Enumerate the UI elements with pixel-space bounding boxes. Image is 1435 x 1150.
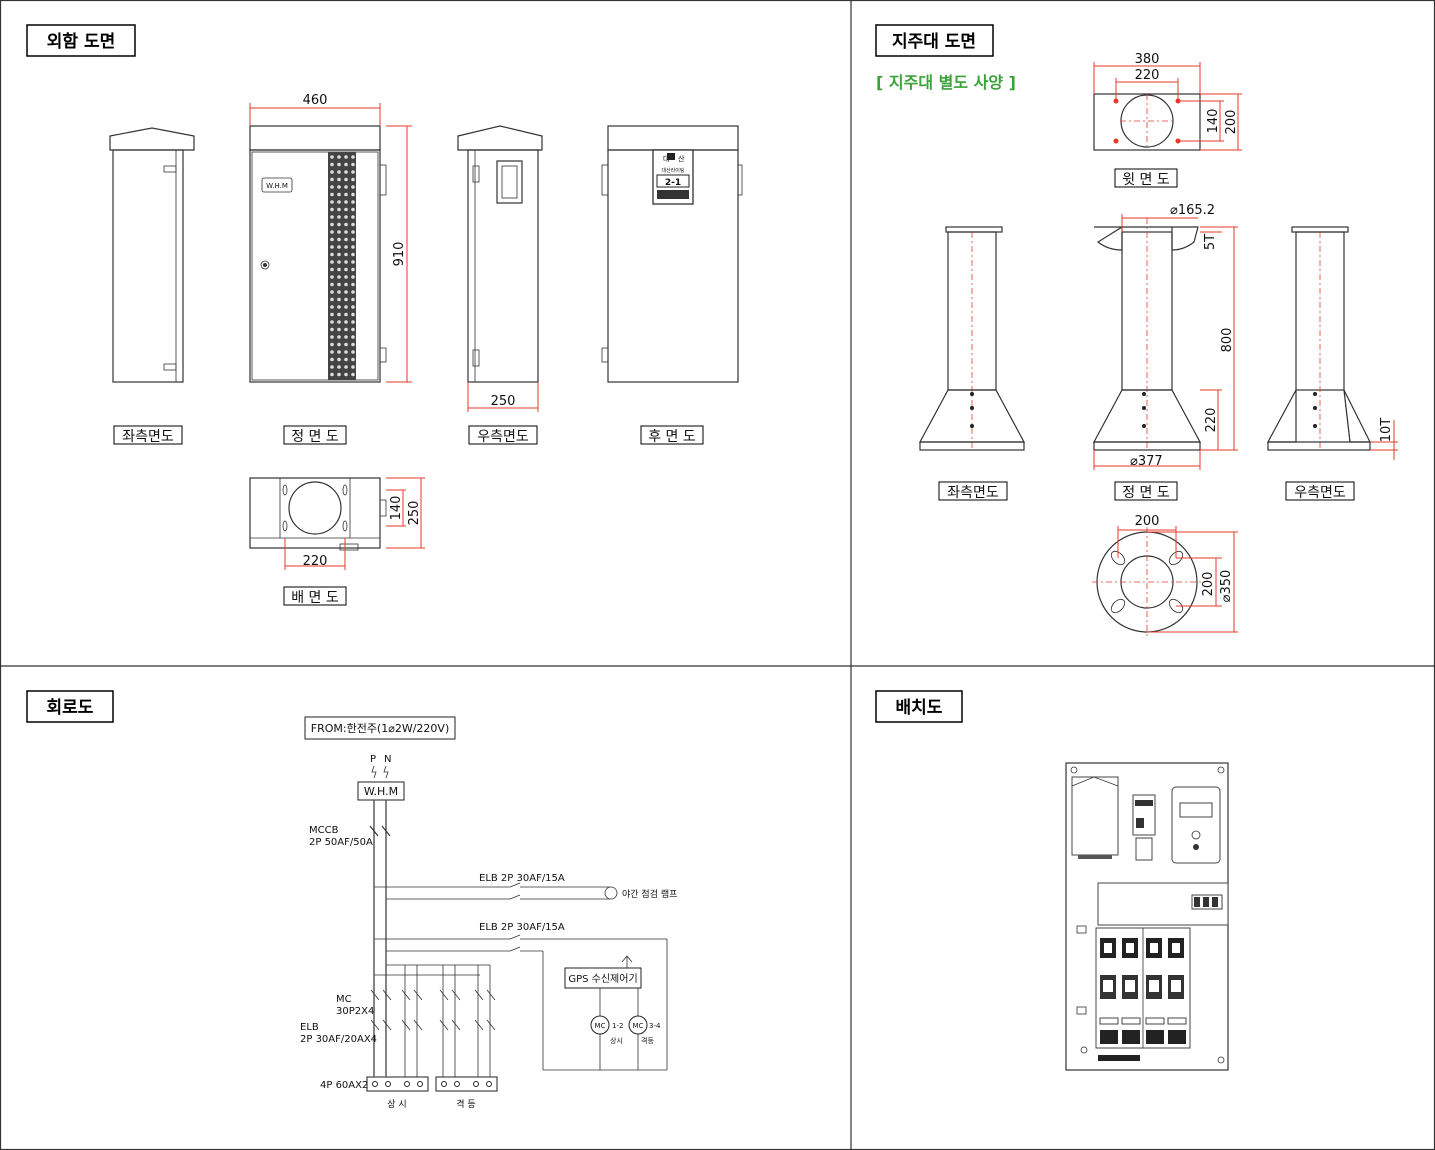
svg-text:우측면도: 우측면도 xyxy=(477,429,529,445)
svg-text:250: 250 xyxy=(407,501,422,526)
name-plate: 대 산 대산라이팅 2-1 xyxy=(652,149,694,205)
svg-text:우측면도: 우측면도 xyxy=(1294,485,1346,501)
section-title-exterior: 외함 도면 xyxy=(26,24,136,57)
svg-text:⌀165.2: ⌀165.2 xyxy=(1170,203,1215,218)
svg-text:140: 140 xyxy=(1206,109,1221,134)
svg-text:외함 도면: 외함 도면 xyxy=(47,31,115,52)
whm-badge: W.H.M xyxy=(266,182,288,190)
exterior-front-view: W.H.M xyxy=(249,125,387,383)
svg-text:200: 200 xyxy=(1224,110,1239,135)
svg-text:10T: 10T xyxy=(1379,418,1394,443)
exterior-left-view xyxy=(109,127,195,383)
svg-text:5T: 5T xyxy=(1203,234,1218,250)
svg-text:1-2: 1-2 xyxy=(612,1022,623,1030)
svg-text:N: N xyxy=(384,754,391,765)
svg-text:배 면 도: 배 면 도 xyxy=(291,590,339,606)
dim-bottom-width: 220 xyxy=(303,554,328,569)
circuit-diagram: FROM:한전주(1⌀2W/220V) P N W.H.M MCCB 2P 50… xyxy=(300,716,677,1110)
louver-dots xyxy=(330,155,355,377)
svg-text:4P 60AX2: 4P 60AX2 xyxy=(320,1080,368,1091)
pole-left-view: 좌측면도 xyxy=(918,226,1026,501)
svg-text:ELB 2P 30AF/15A: ELB 2P 30AF/15A xyxy=(479,873,565,884)
svg-text:상시: 상시 xyxy=(610,1036,623,1045)
exterior-dimensions: 460 910 250 xyxy=(249,93,539,412)
svg-text:220: 220 xyxy=(1204,408,1219,433)
gps-controller: GPS 수신제어기 xyxy=(568,973,637,985)
svg-text:MC: MC xyxy=(595,1022,606,1030)
pole-spec-note: [ 지주대 별도 사양 ] xyxy=(876,73,1016,92)
svg-text:2-1: 2-1 xyxy=(665,178,681,188)
svg-text:⌀350: ⌀350 xyxy=(1219,570,1234,603)
section-title-pole: 지주대 도면 xyxy=(875,24,994,57)
svg-text:MC: MC xyxy=(336,994,352,1005)
svg-text:상 시: 상 시 xyxy=(387,1099,406,1110)
section-title-circuit: 회로도 xyxy=(26,690,114,723)
svg-text:ELB 2P 30AF/15A: ELB 2P 30AF/15A xyxy=(479,922,565,933)
svg-text:대산라이팅: 대산라이팅 xyxy=(661,167,684,174)
svg-text:2P 30AF/20AX4: 2P 30AF/20AX4 xyxy=(300,1034,377,1045)
exterior-right-view xyxy=(457,125,543,383)
exterior-view-labels: 좌측면도 정 면 도 우측면도 후 면 도 배 면 도 xyxy=(113,425,704,606)
svg-text:3-4: 3-4 xyxy=(649,1022,661,1030)
svg-text:MC: MC xyxy=(633,1022,644,1030)
front-louver-panel xyxy=(328,152,356,380)
svg-text:배치도: 배치도 xyxy=(896,698,943,718)
panel-layout xyxy=(1065,762,1229,1071)
dim-depth: 250 xyxy=(491,394,516,409)
exterior-bottom-view: 220 140 250 xyxy=(249,477,425,570)
svg-text:200: 200 xyxy=(1135,514,1160,529)
branch-circuits xyxy=(370,965,496,1077)
exterior-rear-view: 대 산 대산라이팅 2-1 xyxy=(601,125,743,383)
svg-text:격등: 격등 xyxy=(641,1037,654,1045)
svg-text:380: 380 xyxy=(1135,52,1160,67)
svg-text:ELB: ELB xyxy=(300,1022,319,1033)
pole-front-view: ⌀165.2 5T 800 220 ⌀377 정 면 도 xyxy=(1092,203,1238,501)
svg-text:140: 140 xyxy=(389,496,404,521)
svg-text:대: 대 xyxy=(663,155,669,163)
svg-text:후 면 도: 후 면 도 xyxy=(648,429,696,445)
svg-text:좌측면도: 좌측면도 xyxy=(947,485,999,501)
circuit-source-label: FROM:한전주(1⌀2W/220V) xyxy=(311,722,450,735)
pole-flange-view: 200 200 ⌀350 xyxy=(1092,514,1238,637)
svg-text:2P 50AF/50A: 2P 50AF/50A xyxy=(309,837,373,848)
pole-top-view: 380 220 140 200 윗 면 도 xyxy=(1093,52,1242,188)
svg-text:정 면 도: 정 면 도 xyxy=(291,429,339,445)
inspection-lamp-label: 야간 점검 램프 xyxy=(622,888,677,900)
dim-width: 460 xyxy=(303,93,328,108)
svg-text:정 면 도: 정 면 도 xyxy=(1122,485,1170,501)
section-title-layout: 배치도 xyxy=(875,690,963,723)
svg-text:⌀377: ⌀377 xyxy=(1130,454,1163,469)
svg-text:220: 220 xyxy=(1135,68,1160,83)
svg-text:지주대 도면: 지주대 도면 xyxy=(892,32,976,52)
svg-text:MCCB: MCCB xyxy=(309,825,339,836)
circuit-whm: W.H.M xyxy=(364,785,398,798)
svg-text:산: 산 xyxy=(678,154,685,163)
svg-text:회로도: 회로도 xyxy=(47,698,94,718)
svg-text:격 등: 격 등 xyxy=(456,1098,475,1110)
svg-text:200: 200 xyxy=(1201,572,1216,597)
door-lock xyxy=(260,260,270,270)
pole-right-view: 10T 우측면도 xyxy=(1266,226,1398,501)
svg-text:800: 800 xyxy=(1220,328,1235,353)
svg-text:P: P xyxy=(370,754,376,765)
dim-height: 910 xyxy=(392,242,407,267)
svg-text:30P2X4: 30P2X4 xyxy=(336,1006,374,1017)
svg-text:윗 면 도: 윗 면 도 xyxy=(1122,172,1170,188)
svg-text:좌측면도: 좌측면도 xyxy=(122,429,174,445)
